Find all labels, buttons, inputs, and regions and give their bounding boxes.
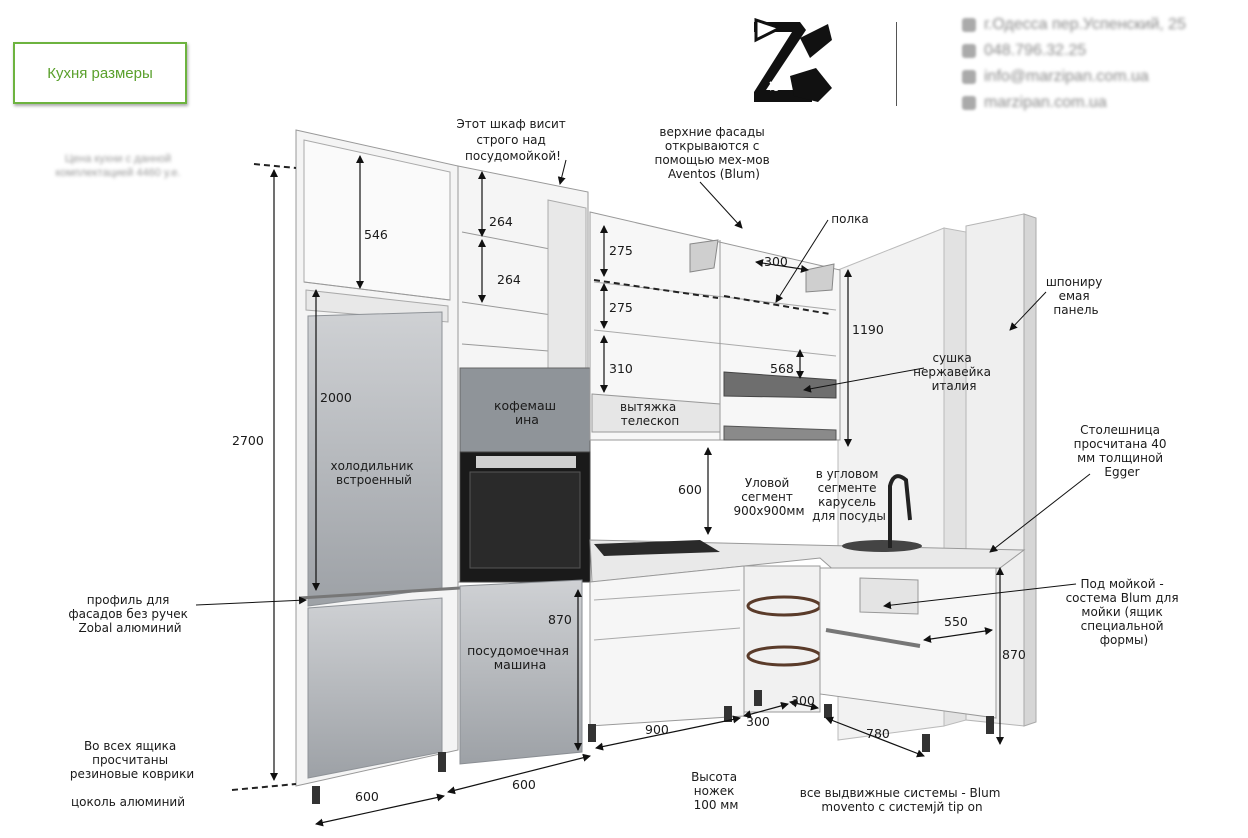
contact-phone-text: 048.796.32.25 [984,42,1087,59]
coffee-machine-label: кофемаш ина [494,398,560,427]
sink [842,540,922,552]
dim-568: 568 [770,361,794,376]
dim-900: 900 [645,722,669,737]
dimension-lines [270,155,1004,827]
contact-email-text: info@marzipan.com.ua [984,68,1149,85]
globe-icon [962,96,976,110]
shelf-label: полка [831,212,868,226]
dim-600-backsplash: 600 [678,482,702,497]
under-sink-drawer [859,577,919,615]
contact-phone: 048.796.32.25 [962,38,1242,64]
dim-300-a: 300 [746,714,770,729]
faucet [888,474,912,548]
contact-block: г.Одесса пер.Успенский, 25 048.796.32.25… [962,12,1242,116]
dim-2000: 2000 [320,390,352,405]
guide-lines [231,163,831,791]
legs-label: Высота ножек 100 мм [691,770,741,812]
aventos-label: верхние фасады открываются с помощью мех… [654,125,773,181]
page-title-box: Кухня размеры [13,42,187,104]
dim-546: 546 [364,227,388,242]
hood-label: вытяжка телескоп [620,400,680,428]
countertop-label: Столешница просчитана 40 мм толщиной Egg… [1074,423,1171,479]
dryer-label: сушка нержавейка италия [913,351,995,393]
telescopic-hood [591,393,721,433]
contact-email: info@marzipan.com.ua [962,64,1242,90]
contact-site-text: marzipan.com.ua [984,94,1107,111]
dim-310: 310 [609,361,633,376]
price-note: Цена кухни с данной комплектацией 4460 у… [55,153,181,179]
fridge-door-bottom [307,597,443,779]
dim-275-a: 275 [609,243,633,258]
contact-address: г.Одесса пер.Успенский, 25 [962,12,1242,38]
dim-264-a: 264 [489,214,513,229]
header-divider [896,22,897,106]
contact-address-text: г.Одесса пер.Успенский, 25 [984,16,1186,33]
tall-column [295,129,461,804]
open-shelf-cabinet [457,165,591,583]
cabinet-note-label: Этот шкаф висит строго над посудомойкой! [456,117,569,163]
mail-icon [962,70,976,84]
dim-300-b: 300 [791,693,815,708]
handle-profile [299,586,461,600]
annotation-labels: Этот шкаф висит строго над посудомойкой!… [68,117,1183,814]
contact-site: marzipan.com.ua [962,90,1242,116]
phone-icon [962,44,976,58]
page-title: Кухня размеры [47,64,153,82]
veneer-panel-label: шпониру емая панель [1046,275,1106,317]
carousel-label: в угловом сегменте карусель для посуды [812,467,886,523]
dishwasher [459,579,583,765]
knife-logo-icon [754,17,832,102]
under-sink-label: Под мойкой - состема Blum для мойки (ящи… [1066,577,1183,647]
dishwasher-label: посудомоечная машина [467,643,573,672]
mats-label: Во всех ящика просчитаны резиновые коври… [70,739,194,781]
leader-arrows [195,159,1091,610]
dim-870-right: 870 [1002,647,1026,662]
dim-2700: 2700 [232,433,264,448]
brand-logo [752,17,834,104]
dim-870-left: 870 [548,612,572,627]
dim-1190: 1190 [852,322,884,337]
dim-600-column: 600 [355,789,379,804]
corner-segment-label: Уловой сегмент 900х900мм [733,476,804,518]
location-pin-icon [962,18,976,32]
dimension-values: 2700 2000 546 264 264 275 275 310 300 56… [232,214,1026,804]
gas-hob [594,540,720,556]
fridge-label: холодильник встроенный [330,459,417,487]
plinth-label: цоколь алюминий [71,795,185,809]
dim-600-dishwasher: 600 [512,777,536,792]
dim-264-b: 264 [497,272,521,287]
dim-300-shelf: 300 [764,254,788,269]
dim-780: 780 [866,726,890,741]
drawer-systems-label: все выдвижные системы - Blum movento с с… [800,786,1004,814]
dim-550: 550 [944,614,968,629]
dim-275-b: 275 [609,300,633,315]
profile-label: профиль для фасадов без ручек Zobal алюм… [68,593,191,635]
